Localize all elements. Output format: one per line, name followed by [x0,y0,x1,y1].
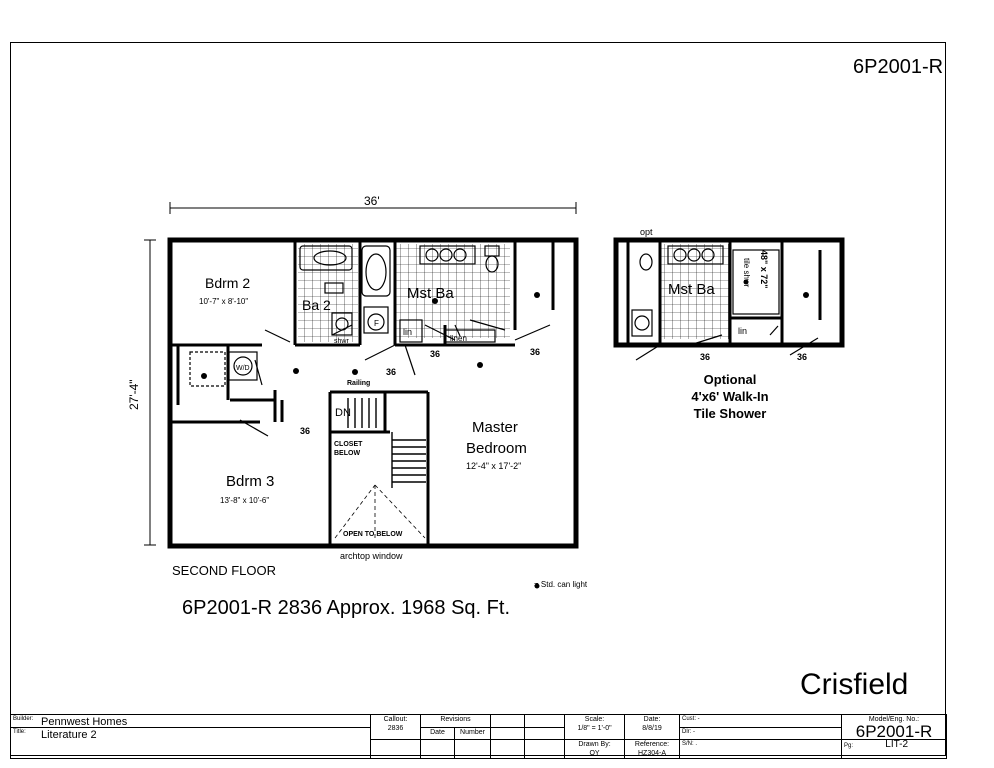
door-swings [239,319,551,437]
callout-value: 2836 [387,725,404,732]
bdrm2-size: 10'-7" x 8'-10" [199,297,248,306]
ba2-label: Ba 2 [302,297,331,313]
pg-cell: Pg: LIT-2 [841,739,948,759]
plan-caption: 6P2001-R 2836 Approx. 1968 Sq. Ft. [182,597,510,619]
optional-door-36-b: 36 [797,352,807,362]
builder-cell: Builder:Pennwest Homes [10,714,371,728]
date-value: 8/8/19 [642,725,662,732]
floor-label: SECOND FLOOR [172,563,277,578]
model-number-heading: 6P2001-R [853,56,944,78]
reference-cell: Reference:HZ304-A [624,739,681,759]
interior-walls [170,240,555,546]
bdrm2-name: Bdrm 2 [205,275,250,291]
drawn-value: OY [589,750,600,757]
optional-line1: Optional [703,372,757,387]
scale-cell: Scale:1/8" = 1'-0" [564,714,626,740]
exterior-wall [167,237,579,549]
dimension-lines [144,202,577,546]
washer-dryer-label: W/D [236,365,250,372]
bdrm3-size: 13'-8" x 10'-6" [220,496,269,505]
open-to-below-label: OPEN TO BELOW [343,531,403,538]
furnace-label: F [374,319,379,328]
shower-label: shwr [334,338,349,345]
door-36-bdrm3: 36 [300,426,310,436]
optional-mst-ba-label: Mst Ba [668,281,715,298]
optional-plan [613,237,845,361]
open-to-below-lines [334,484,426,539]
sn-cell: S/N: . [679,739,843,759]
optional-lin-label: lin [738,326,747,336]
fixtures [189,245,500,387]
optional-line2: 4'x6' Walk-In [691,388,769,404]
width-dimension: 36' [364,194,380,208]
closet-below-1: CLOSET [334,441,363,448]
mst-ba-tile [395,244,510,338]
model-value: 6P2001-R [855,722,933,740]
pg-value: LIT-2 [885,739,909,750]
door-36-closet: 36 [530,347,540,357]
railing-label: Railing [347,380,370,387]
can-light-legend: = Std. can light [534,580,588,589]
dn-label: DN [335,407,351,419]
optional-shower-type: tile shwr [742,258,751,288]
optional-caption: Optional 4'x6' Walk-In Tile Shower [660,372,800,423]
mst-ba-label: Mst Ba [407,285,454,302]
stairs [347,398,426,488]
bdrm3-name: Bdrm 3 [226,473,274,490]
linen-label: linen [450,334,467,343]
dlr-cell: Dlr: - [679,727,843,740]
door-36-hall: 36 [386,367,396,377]
model-cell: Model/Eng. No.:6P2001-R [841,714,948,740]
lin-label: lin [403,327,412,337]
master-name2: Bedroom [466,440,527,457]
title-block: Builder:Pennwest Homes Callout:2836 Revi… [10,714,948,759]
scale-value: 1/8" = 1'-0" [577,725,612,732]
date-col-header: Date [420,727,455,740]
master-size: 12'-4" x 17'-2" [466,461,521,471]
plan-name: Crisfield [800,668,909,701]
optional-line3: Tile Shower [693,405,767,421]
callout-cell: Callout:2836 [370,714,421,740]
revisions-cell: Revisions [419,714,492,728]
door-36-mstba: 36 [430,349,440,359]
drawn-cell: Drawn By:OY [564,739,626,759]
cust-cell: Cust: - [679,714,843,728]
number-col-header: Number [453,727,492,740]
date-cell: Date:8/8/19 [624,714,681,740]
optional-shower-size: 48" x 72" [759,250,769,289]
builder-value: Pennwest Homes [41,716,128,728]
can-lights [201,292,540,589]
archtop-window-label: archtop window [340,551,403,561]
optional-door-36-a: 36 [700,352,710,362]
closet-below-2: BELOW [334,450,360,457]
master-name1: Master [472,419,518,436]
opt-label: opt [640,227,653,237]
reference-value: HZ304-A [638,750,667,757]
title-cell: Title:Literature 2 [10,727,371,759]
depth-dimension: 27'-4" [127,379,141,410]
title-value: Literature 2 [41,729,97,741]
